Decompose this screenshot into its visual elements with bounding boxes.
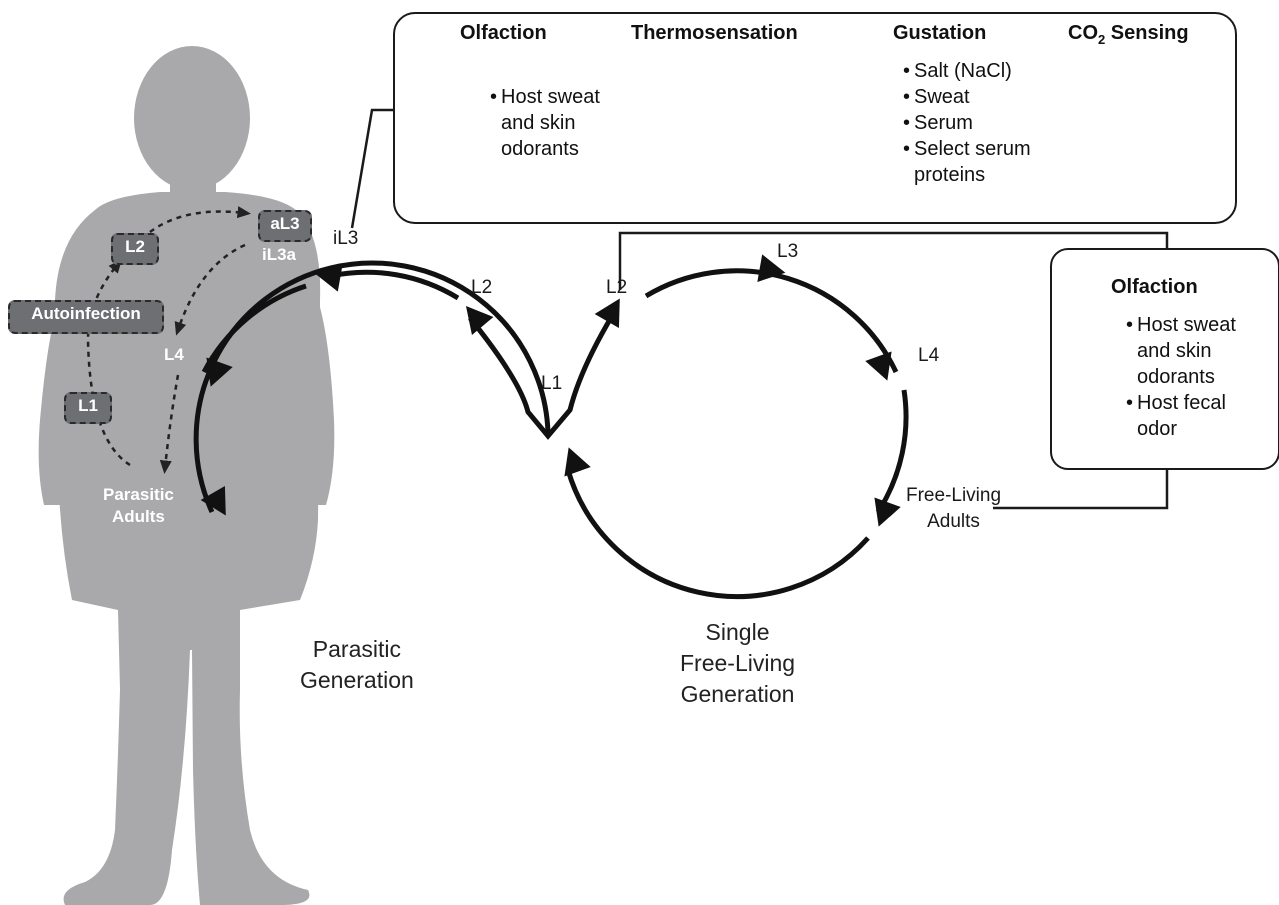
gustation-title: Gustation xyxy=(893,22,986,45)
l1-label: L1 xyxy=(541,373,562,395)
arrowhead-l4 xyxy=(865,351,891,380)
free-living-arc-bottom xyxy=(568,470,868,597)
al3-tag: aL3 xyxy=(258,210,312,242)
olfaction-list: •Host sweat and skin odorants xyxy=(490,84,600,162)
free-living-generation-caption: Single Free-Living Generation xyxy=(680,617,795,710)
co2-sensing-title: CO2 Sensing xyxy=(1068,22,1189,47)
arrowhead-free-living-adults xyxy=(874,497,900,526)
free-living-arc-side xyxy=(878,390,906,512)
left-l2-label: L2 xyxy=(471,277,492,299)
il3a-label: iL3a xyxy=(262,244,296,266)
human-silhouette-icon xyxy=(39,46,335,905)
free-living-adults-label: Free-Living Adults xyxy=(906,483,1001,535)
free-living-arc-top xyxy=(646,271,896,372)
right-l2-label: L2 xyxy=(606,277,627,299)
il3-label: iL3 xyxy=(333,228,358,250)
l4-host-label: L4 xyxy=(164,344,184,366)
arrowhead-return xyxy=(564,447,590,476)
parasitic-adults-label: Parasitic Adults xyxy=(103,484,174,528)
autoinfection-tag: Autoinfection xyxy=(8,300,164,334)
l3-label: L3 xyxy=(777,241,798,263)
thermosensation-title: Thermosensation xyxy=(631,22,798,45)
right-olfaction-title: Olfaction xyxy=(1111,276,1198,299)
gustation-list: •Salt (NaCl) •Sweat •Serum •Select serum… xyxy=(903,58,1031,188)
l2-host-tag: L2 xyxy=(111,233,159,265)
right-olfaction-list: •Host sweat and skin odorants •Host feca… xyxy=(1126,312,1236,442)
olfaction-title: Olfaction xyxy=(460,22,547,45)
parasitic-generation-caption: Parasitic Generation xyxy=(300,634,414,696)
l4-label: L4 xyxy=(918,345,939,367)
l1-host-tag: L1 xyxy=(64,392,112,424)
